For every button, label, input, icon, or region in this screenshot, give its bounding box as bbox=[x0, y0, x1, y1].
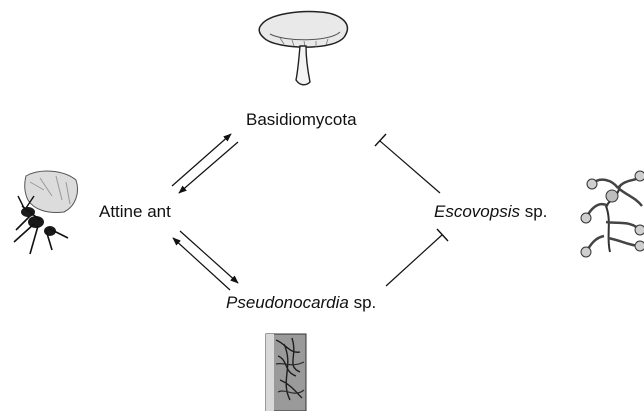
ant-icon bbox=[14, 171, 78, 254]
node-escovopsis: Escovopsis sp. bbox=[434, 202, 547, 222]
node-attine-ant: Attine ant bbox=[99, 202, 171, 222]
escovopsis-genus: Escovopsis bbox=[434, 202, 520, 221]
mushroom-icon bbox=[259, 12, 347, 85]
inhibition-escovopsis-basidiomycota bbox=[375, 134, 440, 193]
escovopsis-suffix: sp. bbox=[520, 202, 547, 221]
inhibition-pseudonocardia-escovopsis bbox=[386, 229, 448, 286]
arrow-pseudonocardia-to-ant bbox=[173, 238, 230, 290]
mold-icon bbox=[581, 171, 644, 257]
pseudonocardia-genus: Pseudonocardia bbox=[226, 293, 349, 312]
node-basidiomycota: Basidiomycota bbox=[246, 110, 357, 130]
pseudonocardia-suffix: sp. bbox=[349, 293, 376, 312]
arrow-basidiomycota-to-ant bbox=[179, 142, 238, 193]
bacteria-filament-icon bbox=[266, 334, 306, 411]
arrow-ant-to-basidiomycota bbox=[172, 134, 231, 186]
arrow-ant-to-pseudonocardia bbox=[180, 231, 238, 283]
node-pseudonocardia: Pseudonocardia sp. bbox=[226, 293, 376, 313]
